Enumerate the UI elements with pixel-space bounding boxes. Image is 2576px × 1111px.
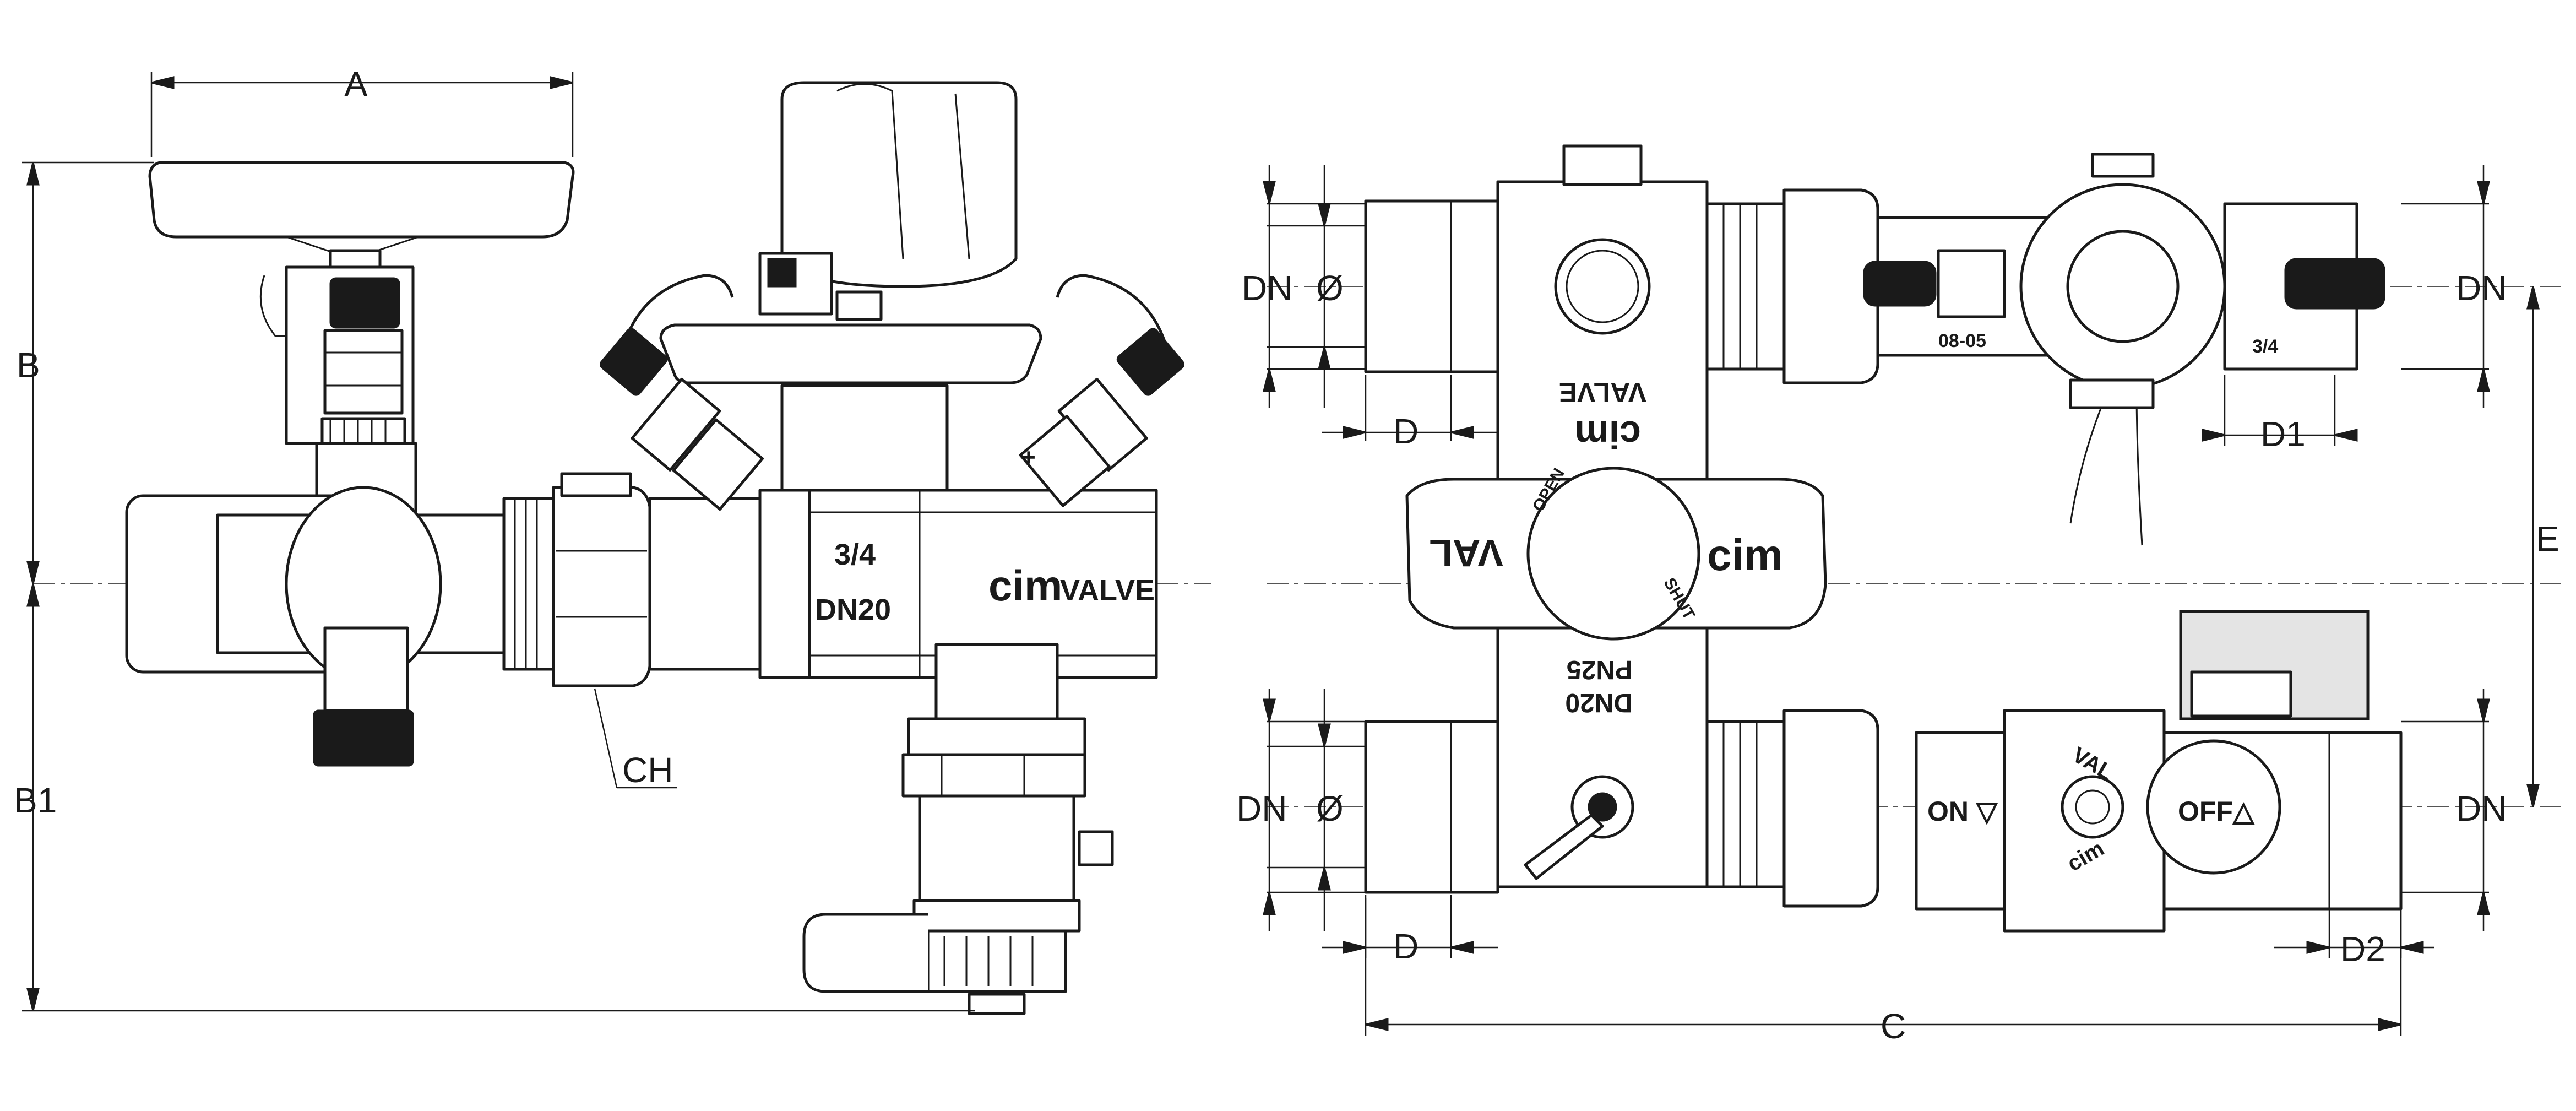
brand-logo: cim xyxy=(988,561,1062,610)
balancing-plate xyxy=(659,323,1042,384)
brand-suffix: VALVE xyxy=(1060,574,1155,607)
dia-label-bottom: Ø xyxy=(1316,789,1344,828)
d2-label: D2 xyxy=(2340,929,2385,969)
dn-label-bottom-left: DN xyxy=(1236,789,1287,828)
dia-label-top: Ø xyxy=(1316,268,1344,308)
dim-label-b: B xyxy=(17,345,40,385)
top-valve-text: VALVE xyxy=(1559,377,1646,408)
d-label-top: D xyxy=(1393,411,1419,451)
cap-size-marking: 3/4 xyxy=(2252,336,2278,357)
drain-valve xyxy=(802,643,1114,1015)
test-port-right xyxy=(1019,274,1185,507)
d1-label: D1 xyxy=(2260,414,2306,454)
nominal-lower-marking: DN20 xyxy=(1565,688,1633,717)
top-view: cim VALVE 08-05 3/4 VAL xyxy=(1236,144,2561,1046)
dim-label-a: A xyxy=(344,64,368,104)
off-label: OFF△ xyxy=(2178,796,2255,827)
size-marking: 3/4 xyxy=(834,538,876,571)
dn-label-top-right: DN xyxy=(2456,268,2507,308)
dim-label-e: E xyxy=(2536,519,2559,559)
t-handle xyxy=(148,161,575,239)
top-brand-logo: cim xyxy=(1574,413,1641,456)
dim-label-ch: CH xyxy=(622,750,673,790)
handle-hub xyxy=(1526,467,1700,641)
handle-brand-text: cim xyxy=(1707,530,1783,579)
spindle-cap xyxy=(329,277,400,329)
lower-ball-valve: ON ▽ OFF△ VAL cim xyxy=(1915,610,2403,933)
dn-label-top-left: DN xyxy=(1242,268,1292,308)
upper-left-port xyxy=(1364,199,1499,373)
nominal-marking: DN20 xyxy=(815,593,891,626)
code-marking: 08-05 xyxy=(1938,330,1986,351)
drain-cap xyxy=(313,709,414,767)
pressure-marking: PN25 xyxy=(1567,655,1633,684)
test-port-left xyxy=(599,274,764,511)
dim-label-c: C xyxy=(1881,1006,1906,1046)
side-view: + 3/4 DN20 cim VALVE xyxy=(14,64,1211,1015)
union-nut xyxy=(552,486,651,687)
dn-label-bottom-right: DN xyxy=(2456,789,2507,828)
on-label: ON ▽ xyxy=(1927,796,1998,827)
dim-label-b1: B1 xyxy=(14,781,57,820)
handle-val-text: VAL xyxy=(1429,532,1503,575)
d-label-bottom: D xyxy=(1393,926,1419,966)
lower-left-port xyxy=(1364,720,1499,894)
plus-mark: + xyxy=(1021,444,1036,471)
upper-measuring-fitting: 08-05 3/4 xyxy=(1863,153,2385,546)
